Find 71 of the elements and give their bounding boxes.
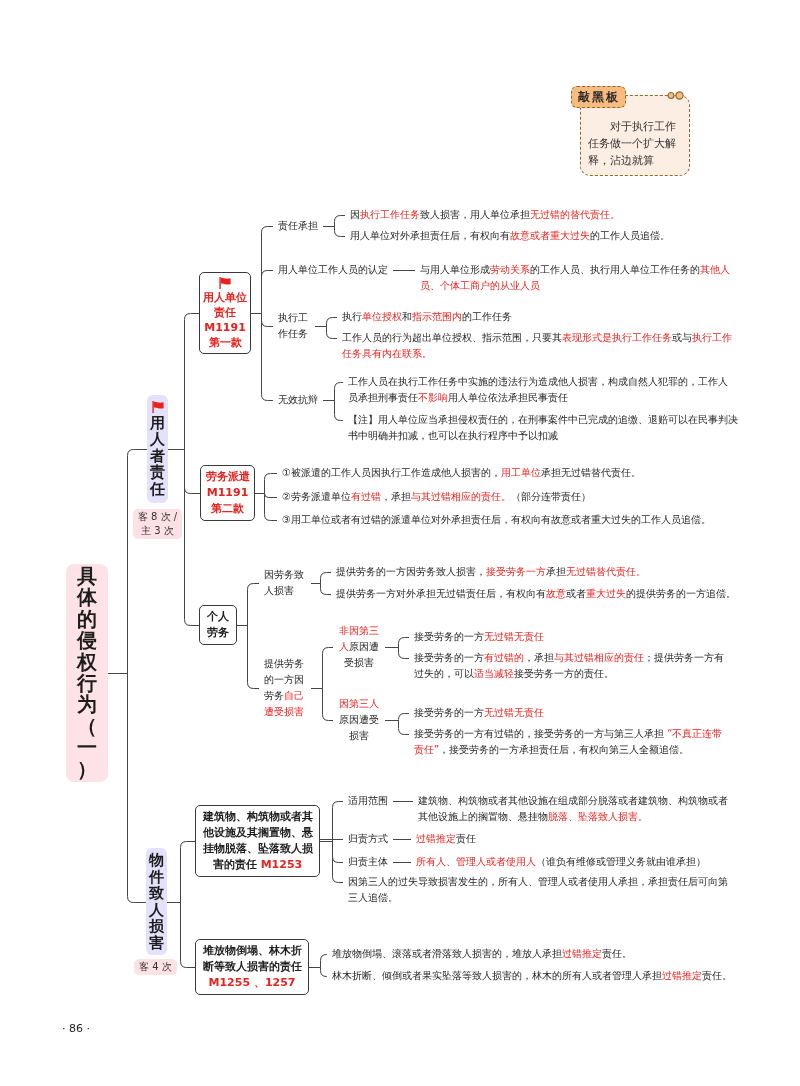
connector-line bbox=[107, 673, 147, 903]
connector-line bbox=[392, 862, 412, 863]
connector-line bbox=[322, 400, 344, 421]
connector-line bbox=[392, 839, 412, 840]
detail-text: ③用工单位或者有过错的派遣单位对外承担责任后，有权向有故意或者重大过失的工作人员追偿。 bbox=[282, 512, 711, 528]
connector-line bbox=[308, 967, 328, 977]
topic-panel bbox=[66, 564, 108, 782]
branch-box bbox=[199, 272, 251, 354]
detail-text: 堆放物倒塌、滚落或者滑落致人损害的，堆放人承担过错推定责任。 bbox=[332, 946, 632, 962]
category-title: 用人者责任 bbox=[150, 414, 165, 498]
connector-line bbox=[322, 226, 346, 237]
count-tag: 客 8 次 / 主 3 次 bbox=[133, 509, 182, 539]
connector-line bbox=[310, 583, 332, 595]
detail-text: ②劳务派遣单位有过错，承担与其过错相应的责任。（部分连带责任） bbox=[282, 489, 591, 505]
detail-text: 与用人单位形成劳动关系的工作人员、执行用人单位工作任务的其他人员、个体工商户的从业人员 bbox=[420, 262, 736, 294]
detail-text: 接受劳务的一方无过错无责任 bbox=[414, 705, 544, 721]
connector-line bbox=[319, 839, 344, 840]
connector-line bbox=[384, 720, 410, 735]
branch-label: 责任承担 bbox=[278, 218, 318, 234]
branch-box bbox=[195, 939, 309, 995]
connector-line bbox=[392, 801, 414, 802]
count-tag: 客 4 次 bbox=[134, 959, 177, 975]
connector-line bbox=[319, 841, 344, 883]
category-panel bbox=[147, 395, 168, 503]
detail-text: 提供劳务的一方因劳务致人损害，接受劳务一方承担无过错替代责任。 bbox=[336, 564, 646, 580]
detail-text: 工作人员的行为超出单位授权、指示范围，只要其表现形式是执行工作任务或与执行工作任务具有内在联系。 bbox=[342, 330, 737, 362]
connector-line bbox=[236, 625, 260, 689]
category-title: 物件致人损害 bbox=[149, 852, 164, 951]
detail-text: 工作人员在执行工作任务中实施的违法行为造成他人损害，构成自然人犯罪的，工作人员承担刑事责任不影响用人单位依法承担民事责任 bbox=[348, 374, 734, 406]
detail-text: 接受劳务的一方有过错的，接受劳务的一方与第三人承担 “不真正连带责任”，接受劳务的一方承担责任后，有权向第三人全额追偿。 bbox=[414, 726, 732, 758]
connector-line bbox=[166, 902, 196, 968]
detail-text: 【注】用人单位应当承担侵权责任的，在刑事案件中已完成的追缴、退赔可以在民事判决书中明确并扣减，也可以在执行程序中予以扣减 bbox=[348, 412, 742, 444]
note-tab: 敲黑板 bbox=[571, 86, 626, 108]
branch-box bbox=[195, 805, 320, 877]
connector-line bbox=[254, 493, 278, 521]
connector-line bbox=[250, 313, 274, 401]
branch-title: 堆放物倒塌、林木折断等致人损害的责任 M1255 、1257 bbox=[201, 943, 303, 991]
detail-text: 用人单位对外承担责任后，有权向有故意或者重大过失的工作人员追偿。 bbox=[350, 228, 670, 244]
branch-label: 归责方式 bbox=[348, 831, 388, 847]
branch-title: 个人劳务 bbox=[206, 609, 230, 641]
branch-label: 执行工作任务 bbox=[278, 310, 310, 342]
branch-title: 劳务派遣 M1191 第二款 bbox=[204, 469, 251, 517]
branch-label: 用人单位工作人员的认定 bbox=[278, 262, 388, 278]
branch-title: 建筑物、构筑物或者其他设施及其搁置物、悬挂物脱落、坠落致人损害的责任 M1253 bbox=[201, 809, 314, 873]
branch-label: 因第三人原因遭受损害 bbox=[338, 696, 380, 744]
detail-text: 接受劳务的一方无过错无责任 bbox=[414, 629, 544, 645]
connector-line bbox=[167, 449, 200, 626]
branch-label: 无效抗辩 bbox=[278, 392, 318, 408]
connector-line bbox=[384, 647, 410, 659]
branch-label: 提供劳务的一方因劳务自己遭受损害 bbox=[264, 656, 306, 720]
branch-label: 适用范围 bbox=[348, 793, 388, 809]
detail-text: 过错推定责任 bbox=[416, 831, 476, 847]
detail-text: ①被派遣的工作人员因执行工作造成他人损害的，用工单位承担无过错替代责任。 bbox=[282, 465, 641, 481]
detail-text: 接受劳务的一方有过错的，承担与其过错相应的责任；提供劳务一方有过失的，可以适当减轻接受劳务一方的责任。 bbox=[414, 650, 730, 682]
detail-text: 林木折断、倾倒或者果实坠落等致人损害的，林木的所有人或者管理人承担过错推定责任。 bbox=[332, 968, 732, 984]
detail-text: 所有人、管理人或者使用人（谁负有维修或管理义务就由谁承担） bbox=[416, 854, 706, 870]
detail-text: 因第三人的过失导致损害发生的，所有人、管理人或者使用人承担，承担责任后可向第三人追偿。 bbox=[348, 874, 734, 906]
branch-title: 用人单位责任 M1191 第一款 bbox=[202, 290, 248, 350]
detail-text: 因执行工作任务致人损害，用人单位承担无过错的替代责任。 bbox=[350, 207, 620, 223]
note-text: 对于执行工作任务做一个扩大解释，沾边就算 bbox=[588, 119, 677, 169]
connector-line bbox=[314, 326, 338, 339]
branch-label: 非因第三人原因遭受损害 bbox=[338, 623, 380, 671]
detail-text: 执行单位授权和指示范围内的工作任务 bbox=[342, 309, 512, 325]
page-number: · 86 · bbox=[62, 1022, 90, 1036]
topic-title: 具体的侵权行为（一） bbox=[77, 565, 97, 781]
detail-text: 提供劳务一方对外承担无过错责任后，有权向有故意或者重大过失的提供劳务的一方追偿。 bbox=[336, 586, 736, 602]
branch-label: 因劳务致人损害 bbox=[264, 567, 306, 599]
branch-label: 归责主体 bbox=[348, 854, 388, 870]
branch-box bbox=[199, 605, 237, 645]
detail-text: 建筑物、构筑物或者其他设施在组成部分脱落或者建筑物、构筑物或者其他设施上的搁置物、悬挂物脱落、坠落致人损害。 bbox=[418, 793, 734, 825]
connector-line bbox=[392, 270, 416, 271]
